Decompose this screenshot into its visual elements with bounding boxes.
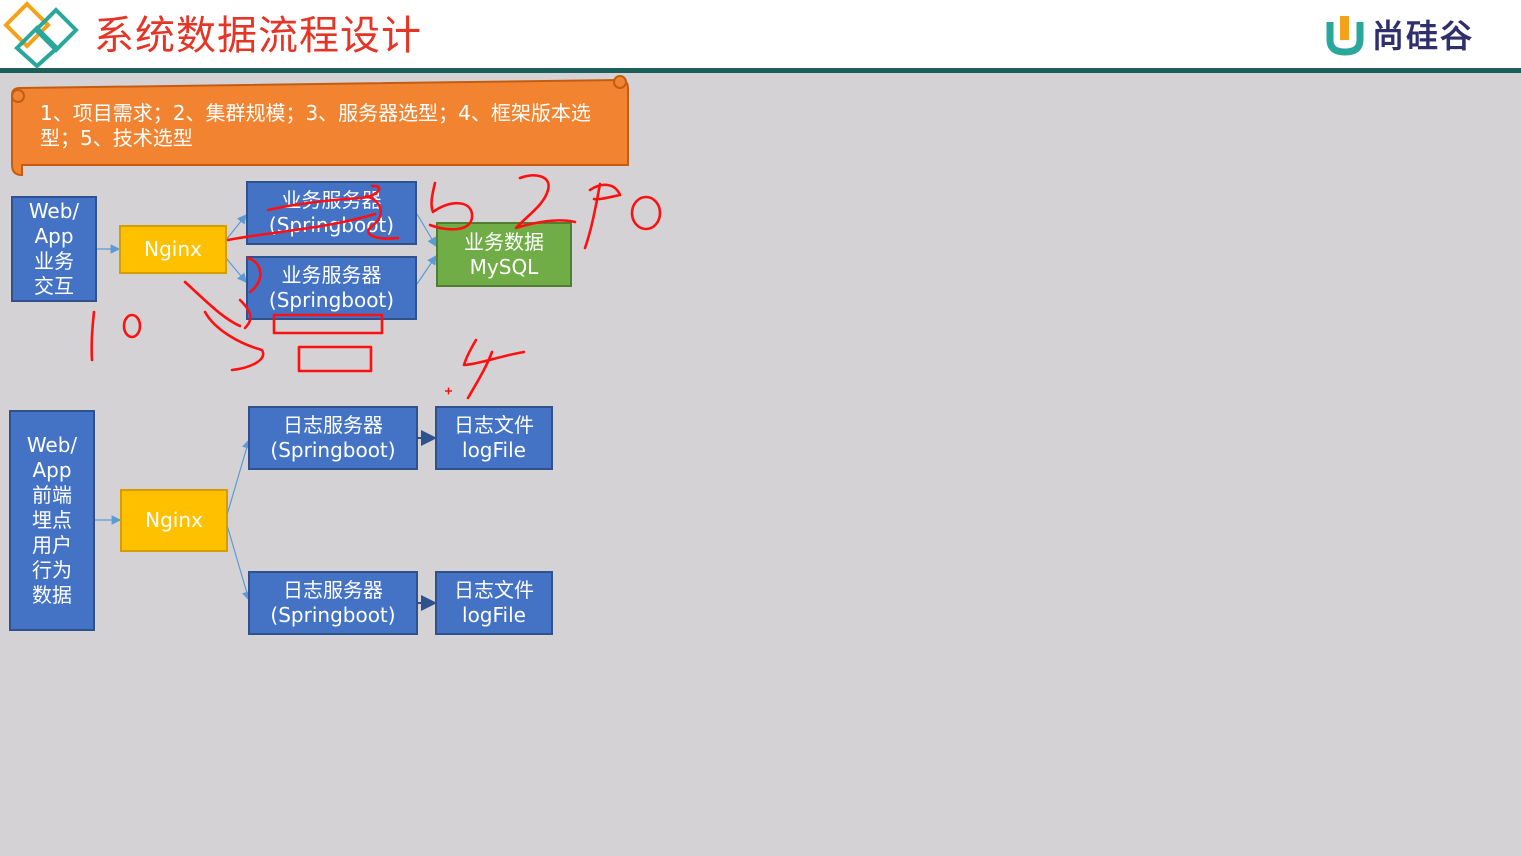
ink-stroke [583,182,602,250]
ink-stroke [122,313,142,339]
ink-stroke [238,298,252,330]
ink-stroke [630,195,662,231]
business-db-node: 业务数据 MySQL [436,222,572,287]
arrow-nginx-to-logserver-2 [226,524,252,602]
business-server-node: 业务服务器 (Springboot) [246,256,417,320]
ink-stroke [588,183,622,201]
ink-stroke [428,181,474,231]
arrow-nginx-to-server-1 [225,214,247,241]
ink-stroke [226,212,377,242]
banner-text: 1、项目需求；2、集群规模；3、服务器选型；4、框架版本选型；5、技术选型 [40,101,591,150]
ink-stroke [183,280,242,328]
header-divider [0,68,1521,73]
log-file-node: 日志文件 logFile [435,571,553,635]
business-nginx-node: Nginx [119,225,227,274]
log-source-node: Web/ App 前端 埋点 用户 行为 数据 [9,410,95,631]
log-server-node: 日志服务器 (Springboot) [248,406,418,470]
ink-stroke [246,256,262,294]
ink-stroke [272,313,384,335]
log-nginx-node: Nginx [120,489,228,552]
banner-scroll [11,75,629,177]
arrow-nginx-to-logserver-1 [226,438,252,516]
header-bar [0,0,1521,70]
log-file-node: 日志文件 logFile [435,406,553,470]
ink-stroke [266,184,381,212]
ink-stroke [297,345,373,373]
page-title: 系统数据流程设计 [94,13,422,59]
brand-name: 尚硅谷 [1372,17,1475,55]
ink-stroke [466,350,494,400]
arrow-server2-to-db [416,255,437,285]
logo-diamond-icon [3,1,79,69]
ink-stroke [203,310,265,372]
arrow-nginx-to-server-2 [225,257,247,283]
arrow-server1-to-db [416,213,437,248]
business-server-node: 业务服务器 (Springboot) [246,181,417,245]
ink-stroke [90,310,96,362]
ink-stroke [514,174,577,230]
business-source-node: Web/ App 业务 交互 [11,196,97,302]
brand-logo-icon [1326,16,1364,56]
log-server-node: 日志服务器 (Springboot) [248,571,418,635]
ink-stroke [364,194,400,240]
ink-stroke [462,338,526,367]
